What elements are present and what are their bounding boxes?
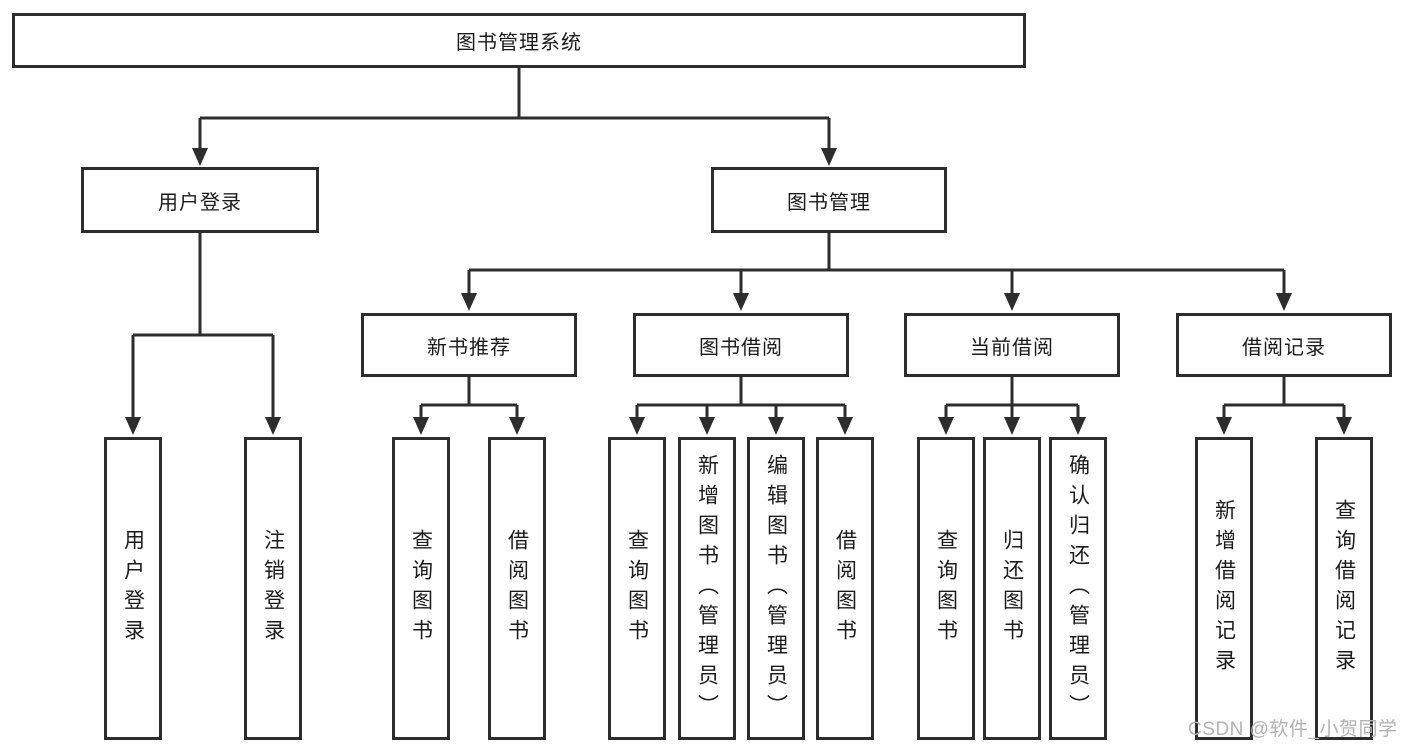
leaf-label: 查询图书 [409,528,433,649]
arrowheads [125,148,1352,435]
connector-bookmgmt-branch [467,233,1286,297]
arrow-icon [461,293,477,311]
arrow-icon [1070,417,1086,435]
arrow-icon [699,417,715,435]
leaf-label: 借阅图书 [505,528,529,649]
leaf-label: 新增图书（管理员） [695,453,719,724]
leaf-add-borrow-record: 新增借阅记录 [1195,437,1253,740]
leaf-return-book: 归还图书 [983,437,1041,740]
arrow-icon [413,417,429,435]
arrow-icon [1336,417,1352,435]
leaf-label: 新增借阅记录 [1212,498,1236,679]
connector-records-branch [1222,377,1346,421]
connector-root-branch [198,68,831,152]
leaf-label: 用户登录 [121,528,145,649]
leaf-label: 借阅图书 [833,528,857,649]
arrow-icon [125,417,141,435]
arrow-icon [629,417,645,435]
leaf-query-books-borrow: 查询图书 [608,437,666,740]
leaf-borrow-books-recommend: 借阅图书 [488,437,546,740]
leaf-add-book-admin: 新增图书（管理员） [678,437,736,740]
node-book-management: 图书管理 [711,167,947,233]
leaf-query-borrow-record: 查询借阅记录 [1315,437,1373,740]
leaf-query-books-current: 查询图书 [917,437,975,740]
arrow-icon [1004,417,1020,435]
arrow-icon [1004,293,1020,311]
arrow-icon [938,417,954,435]
node-book-borrow: 图书借阅 [633,313,849,377]
connector-userlogin-branch [131,233,275,421]
node-current-borrow: 当前借阅 [904,313,1120,377]
connector-borrow-branch [635,377,847,421]
arrow-icon [733,293,749,311]
arrow-icon [265,417,281,435]
arrow-icon [821,148,837,166]
arrow-icon [1216,417,1232,435]
leaf-label: 归还图书 [1000,528,1024,649]
leaf-label: 编辑图书（管理员） [764,453,788,724]
leaf-query-books-recommend: 查询图书 [392,437,450,740]
arrow-icon [192,148,208,166]
leaf-logout: 注销登录 [244,437,302,740]
csdn-watermark: CSDN @软件_小贺同学 [1188,719,1398,740]
node-user-login: 用户登录 [81,167,319,233]
leaf-borrow-books: 借阅图书 [816,437,874,740]
leaf-label: 注销登录 [261,528,285,649]
leaf-label: 查询借阅记录 [1332,498,1356,679]
arrow-icon [837,417,853,435]
leaf-confirm-return-admin: 确认归还（管理员） [1049,437,1107,740]
arrow-icon [768,417,784,435]
arrow-icon [509,417,525,435]
arrow-icon [1276,293,1292,311]
leaf-edit-book-admin: 编辑图书（管理员） [747,437,805,740]
node-borrow-records: 借阅记录 [1176,313,1392,377]
node-new-book-recommend: 新书推荐 [361,313,577,377]
connector-current-branch [944,377,1080,421]
leaf-label: 确认归还（管理员） [1066,453,1090,724]
leaf-label: 查询图书 [625,528,649,649]
node-library-system: 图书管理系统 [12,13,1026,68]
leaf-label: 查询图书 [934,528,958,649]
connector-newbooks-branch [419,377,519,421]
leaf-user-login: 用户登录 [104,437,162,740]
